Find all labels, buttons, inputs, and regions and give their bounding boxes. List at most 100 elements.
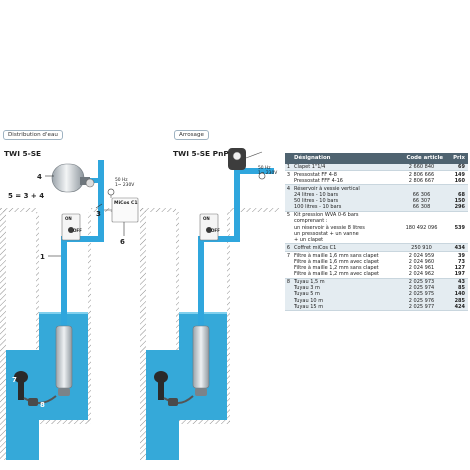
code-cell: 180 492 096 xyxy=(398,211,445,245)
left-power-label: 50 Hz 1~ 230V xyxy=(115,178,135,188)
discharge-pipe xyxy=(198,236,240,242)
filter-hose xyxy=(158,382,164,400)
label-3: 3 xyxy=(96,210,101,218)
left-system xyxy=(0,160,139,460)
discharge-pipe xyxy=(61,236,67,328)
label-1: 1 xyxy=(40,253,45,261)
column-header-code: Code article xyxy=(398,153,445,164)
pressure-tank xyxy=(51,163,85,193)
ground-hatch xyxy=(0,208,36,212)
hose xyxy=(163,395,194,404)
discharge-pipe xyxy=(61,236,104,242)
label-7: 7 xyxy=(12,376,17,384)
item-number: 5 xyxy=(285,211,292,245)
pressure-switch xyxy=(80,177,90,185)
micos-label: MiCos C1 xyxy=(114,201,138,206)
table-header-row: Désignation Code article Prix xyxy=(285,153,468,164)
item-number: 7 xyxy=(285,251,292,279)
left-switch-on: ON xyxy=(65,216,72,221)
ground-hatch xyxy=(140,208,146,460)
gauge-icon xyxy=(85,178,95,188)
well-wall xyxy=(227,212,230,422)
designation-cell: Coffret miCos C1 xyxy=(292,243,398,253)
well-floor xyxy=(36,420,91,424)
power-socket-icon xyxy=(258,172,266,180)
well-floor xyxy=(176,420,230,424)
ground-hatch xyxy=(0,208,6,460)
pump-motor xyxy=(195,388,207,396)
discharge-pipe xyxy=(98,160,104,242)
well-wall xyxy=(36,212,39,422)
cable xyxy=(245,151,263,159)
code-cell: 2 660 840 xyxy=(398,163,445,172)
right-switch-off: OFF xyxy=(211,228,220,233)
code-cell: 250 910 xyxy=(398,243,445,253)
submersible-pump xyxy=(192,325,210,389)
distribution-tag: Distribution d'eau xyxy=(3,130,63,140)
gauge-icon xyxy=(232,151,242,161)
filter xyxy=(14,371,28,383)
label-6: 6 xyxy=(120,238,125,246)
column-header-designation: Désignation xyxy=(292,153,398,164)
label-8: 8 xyxy=(40,401,45,409)
designation-cell: Clapet 1"1/4 xyxy=(292,163,398,172)
switch-knob xyxy=(206,227,212,233)
discharge-pipe xyxy=(198,236,204,328)
irrigation-tag: Arrosage xyxy=(174,130,209,140)
hose-fitting xyxy=(168,398,178,406)
ground-hatch xyxy=(140,208,176,212)
item-number: 1 xyxy=(285,163,292,172)
well-wall xyxy=(88,212,91,422)
right-switch-on: ON xyxy=(203,216,210,221)
pump-motor xyxy=(58,388,70,396)
outlet-pipe xyxy=(234,168,274,174)
hose-fitting xyxy=(28,398,38,406)
label-4: 4 xyxy=(37,173,42,181)
item-number: 8 xyxy=(285,278,292,312)
ground-hatch xyxy=(230,208,280,212)
right-system-title: TWI 5-SE PnP xyxy=(173,149,229,158)
hose xyxy=(23,395,57,404)
filter-hose xyxy=(18,382,24,400)
column-header-number xyxy=(285,153,292,164)
right-power-label: 50 Hz 1~ 230V xyxy=(258,166,278,176)
column-header-price: Prix xyxy=(445,153,468,164)
right-system xyxy=(140,148,280,460)
left-switch-off: OFF xyxy=(73,228,82,233)
submersible-pump xyxy=(55,325,73,389)
price-cell: 69 xyxy=(445,163,468,172)
switch-knob xyxy=(68,227,74,233)
kit-formula: 5 = 3 + 4 xyxy=(8,192,45,200)
item-number: 6 xyxy=(285,243,292,253)
leader-line xyxy=(95,203,103,209)
price-cell: 539 xyxy=(445,211,468,245)
filter xyxy=(154,371,168,383)
left-system-title: TWI 5-SE xyxy=(4,149,42,158)
item-number: 4 xyxy=(285,184,292,212)
power-socket-icon xyxy=(107,188,115,196)
well-wall xyxy=(176,212,179,422)
price-cell: 434 xyxy=(445,243,468,253)
